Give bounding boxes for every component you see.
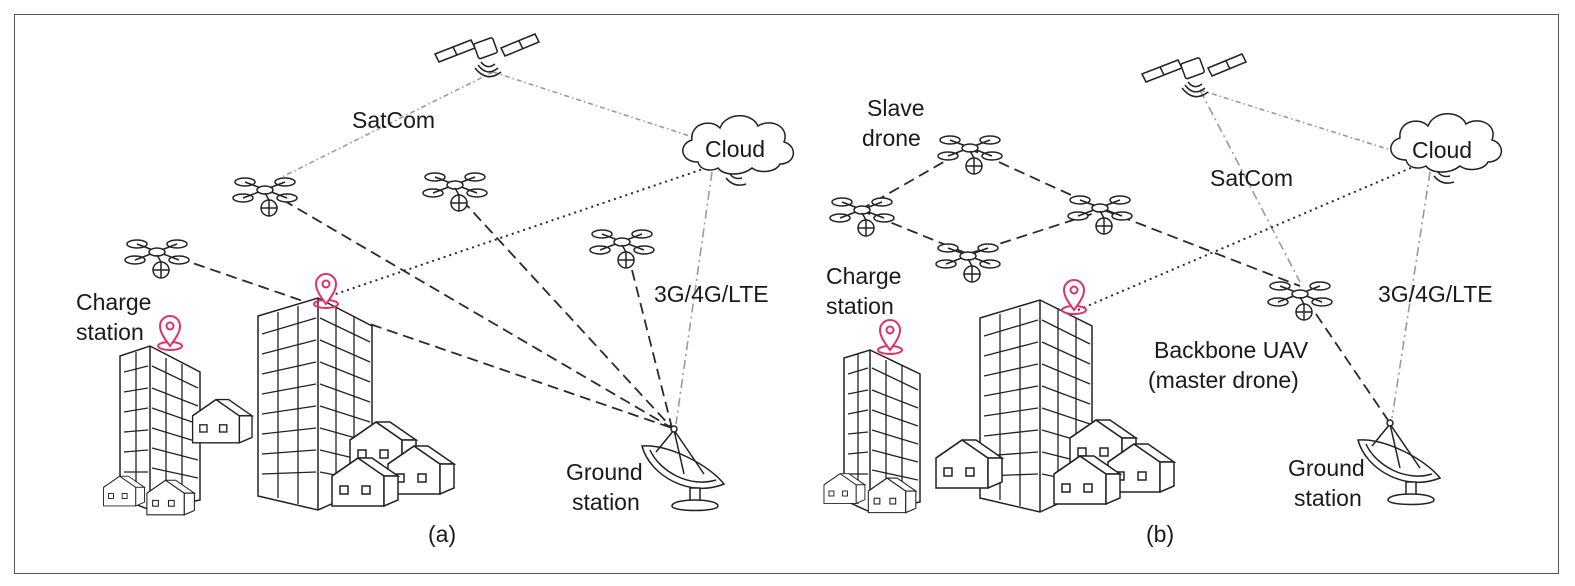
ground-station-label-line1: Ground [1288,455,1365,481]
satellite-icon [434,33,540,78]
satellite-icon [1141,53,1247,98]
panel-a-caption: (a) [428,521,456,547]
panel-b-caption: (b) [1146,521,1174,547]
charge-station-label-line2: station [76,319,144,345]
cloud-label: Cloud [1412,137,1472,163]
satellite-dish-icon [1357,419,1441,506]
panel-a: SatCom Cloud 3G/4G/LTE Charge station Gr… [76,33,795,547]
ground-station-label-line1: Ground [566,459,643,485]
satellite-dish-icon [641,425,725,512]
slave-drone-label-line2: drone [862,125,921,151]
links-a [177,71,713,429]
location-pin-icon [877,319,903,355]
ground-station-label-line2: station [1294,485,1362,511]
drone-icon [124,239,190,279]
satcom-label: SatCom [1210,165,1293,191]
figure-frame [14,14,1559,574]
backbone-uav-label-line1: Backbone UAV [1154,337,1309,363]
location-pin-icon [157,315,183,351]
charge-station-label-line1: Charge [826,263,901,289]
slave-drone-label-line1: Slave [867,95,925,121]
drone-icon [422,172,488,212]
ground-station-label-line2: station [572,489,640,515]
drone-icon [937,135,1003,175]
drone-icon [589,229,655,269]
charge-station-label-line1: Charge [76,289,151,315]
building-icon [979,299,1093,513]
cellular-label: 3G/4G/LTE [654,281,769,307]
drone-icon [232,177,298,217]
cloud-label: Cloud [705,136,765,162]
charge-station-label-line2: station [826,293,894,319]
house-icon [191,398,253,444]
drone-icon [829,197,895,237]
drone-icon [1067,195,1133,235]
drone-icon [935,243,1001,283]
satcom-label: SatCom [352,107,435,133]
drone-icon [1267,281,1333,321]
cellular-label: 3G/4G/LTE [1378,281,1493,307]
location-pin-icon [1061,279,1087,315]
backbone-uav-label-line2: (master drone) [1148,367,1299,393]
panel-b: Slave drone SatCom Cloud 3G/4G/LTE Charg… [823,53,1503,547]
